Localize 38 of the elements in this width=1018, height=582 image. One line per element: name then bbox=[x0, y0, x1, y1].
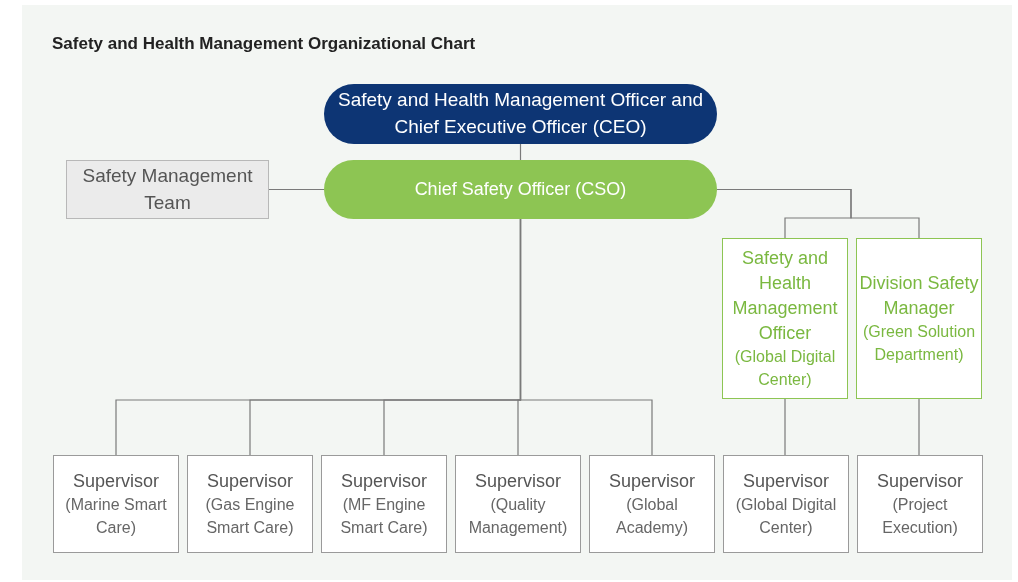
node-title: Safety Management Team bbox=[81, 163, 254, 215]
supervisor-box bbox=[455, 455, 581, 553]
supervisor-box bbox=[589, 455, 715, 553]
node-subtitle: (MF Engine Smart Care) bbox=[339, 495, 429, 538]
node-title: Supervisor bbox=[474, 470, 561, 493]
connector-line bbox=[268, 188, 325, 191]
supervisor-box bbox=[321, 455, 447, 553]
executive-pill bbox=[324, 84, 717, 144]
node-title: Supervisor bbox=[206, 470, 293, 493]
node-title: Supervisor bbox=[72, 470, 159, 493]
node-title: Supervisor bbox=[742, 470, 829, 493]
connector-line bbox=[519, 218, 653, 456]
chart-title: Safety and Health Management Organizational Chart bbox=[52, 34, 476, 54]
node-subtitle: (Quality Management) bbox=[467, 495, 569, 538]
node-title: Supervisor bbox=[340, 470, 427, 493]
node-title: Safety and Health Management Officer and Chief Executive Officer (CEO) bbox=[336, 88, 705, 139]
supervisor-box bbox=[53, 455, 179, 553]
node-subtitle: (Green Solution Department) bbox=[861, 322, 977, 365]
connector-line bbox=[918, 398, 920, 456]
node-subtitle: (Global Academy) bbox=[615, 495, 689, 538]
node-subtitle: (Global Digital Center) bbox=[734, 495, 838, 538]
connector-line bbox=[716, 188, 920, 239]
supervisor-box bbox=[187, 455, 313, 553]
node-subtitle: (Project Execution) bbox=[881, 495, 959, 538]
node-title: Chief Safety Officer (CSO) bbox=[414, 177, 627, 201]
manager-box bbox=[856, 238, 982, 399]
team-box bbox=[66, 160, 269, 219]
node-title: Supervisor bbox=[608, 470, 695, 493]
node-subtitle: (Global Digital Center) bbox=[733, 347, 837, 390]
connector-line bbox=[784, 398, 786, 456]
node-subtitle: (Marine Smart Care) bbox=[64, 495, 168, 538]
supervisor-box bbox=[723, 455, 849, 553]
node-title: Division Safety Manager bbox=[859, 271, 979, 321]
node-title: Safety and Health Management Officer bbox=[731, 246, 839, 346]
node-subtitle: (Gas Engine Smart Care) bbox=[204, 495, 296, 538]
manager-box bbox=[722, 238, 848, 399]
node-title: Supervisor bbox=[876, 470, 963, 493]
supervisor-box bbox=[857, 455, 983, 553]
